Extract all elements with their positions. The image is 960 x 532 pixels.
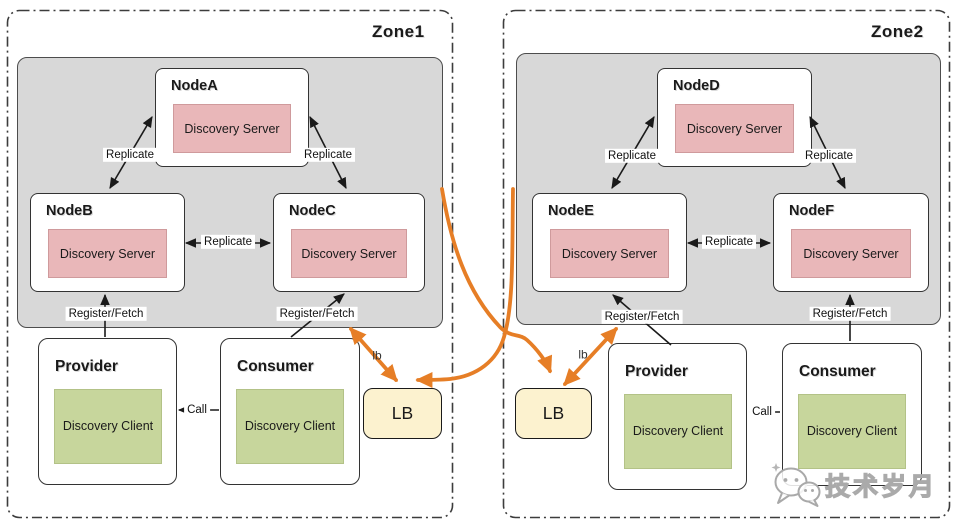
node-f-title: NodeF <box>789 203 835 219</box>
zone1-consumer-title: Consumer <box>237 358 314 375</box>
node-d-discovery-server: Discovery Server <box>675 104 794 153</box>
replicate-label: Replicate <box>802 148 856 164</box>
replicate-label: Replicate <box>201 234 255 250</box>
zone2-consumer: Consumer Discovery Client <box>782 343 922 486</box>
call-label: Call <box>184 402 210 418</box>
zone2-provider: Provider Discovery Client <box>608 343 747 490</box>
node-a-title: NodeA <box>171 78 218 94</box>
zone1-consumer-discovery-client: Discovery Client <box>236 389 344 464</box>
node-b-title: NodeB <box>46 203 93 219</box>
replicate-label: Replicate <box>301 147 355 163</box>
zone2-consumer-discovery-client: Discovery Client <box>798 394 906 469</box>
node-b: NodeB Discovery Server <box>30 193 185 292</box>
zone1-title: Zone1 <box>372 22 425 41</box>
replicate-label: Replicate <box>103 147 157 163</box>
zone1-provider: Provider Discovery Client <box>38 338 177 485</box>
node-d: NodeD Discovery Server <box>657 68 812 167</box>
zone1-lb-box: LB <box>363 388 442 439</box>
node-f-discovery-server: Discovery Server <box>791 229 911 278</box>
node-e-discovery-server: Discovery Server <box>550 229 669 278</box>
zone1-consumer: Consumer Discovery Client <box>220 338 360 485</box>
replicate-label: Replicate <box>605 148 659 164</box>
replicate-label: Replicate <box>702 234 756 250</box>
node-c-discovery-server: Discovery Server <box>291 229 407 278</box>
node-d-title: NodeD <box>673 78 720 94</box>
node-c-title: NodeC <box>289 203 336 219</box>
zone2-lb-box: LB <box>515 388 592 439</box>
node-c: NodeC Discovery Server <box>273 193 425 292</box>
call-label: Call <box>749 404 775 420</box>
lb-link-label: lb <box>578 347 588 362</box>
lb-link-label: lb <box>372 348 382 363</box>
zone2-provider-title: Provider <box>625 363 688 380</box>
zone1-provider-title: Provider <box>55 358 118 375</box>
node-a-discovery-server: Discovery Server <box>173 104 291 153</box>
node-f: NodeF Discovery Server <box>773 193 929 292</box>
node-b-discovery-server: Discovery Server <box>48 229 167 278</box>
register-fetch-label: Register/Fetch <box>65 306 147 322</box>
node-a: NodeA Discovery Server <box>155 68 309 167</box>
zone2-consumer-title: Consumer <box>799 363 876 380</box>
zone2-title: Zone2 <box>871 22 924 41</box>
register-fetch-label: Register/Fetch <box>809 306 891 322</box>
register-fetch-label: Register/Fetch <box>601 309 683 325</box>
zone1-provider-discovery-client: Discovery Client <box>54 389 162 464</box>
node-e-title: NodeE <box>548 203 594 219</box>
register-fetch-label: Register/Fetch <box>276 306 358 322</box>
node-e: NodeE Discovery Server <box>532 193 687 292</box>
zone2-provider-discovery-client: Discovery Client <box>624 394 732 469</box>
